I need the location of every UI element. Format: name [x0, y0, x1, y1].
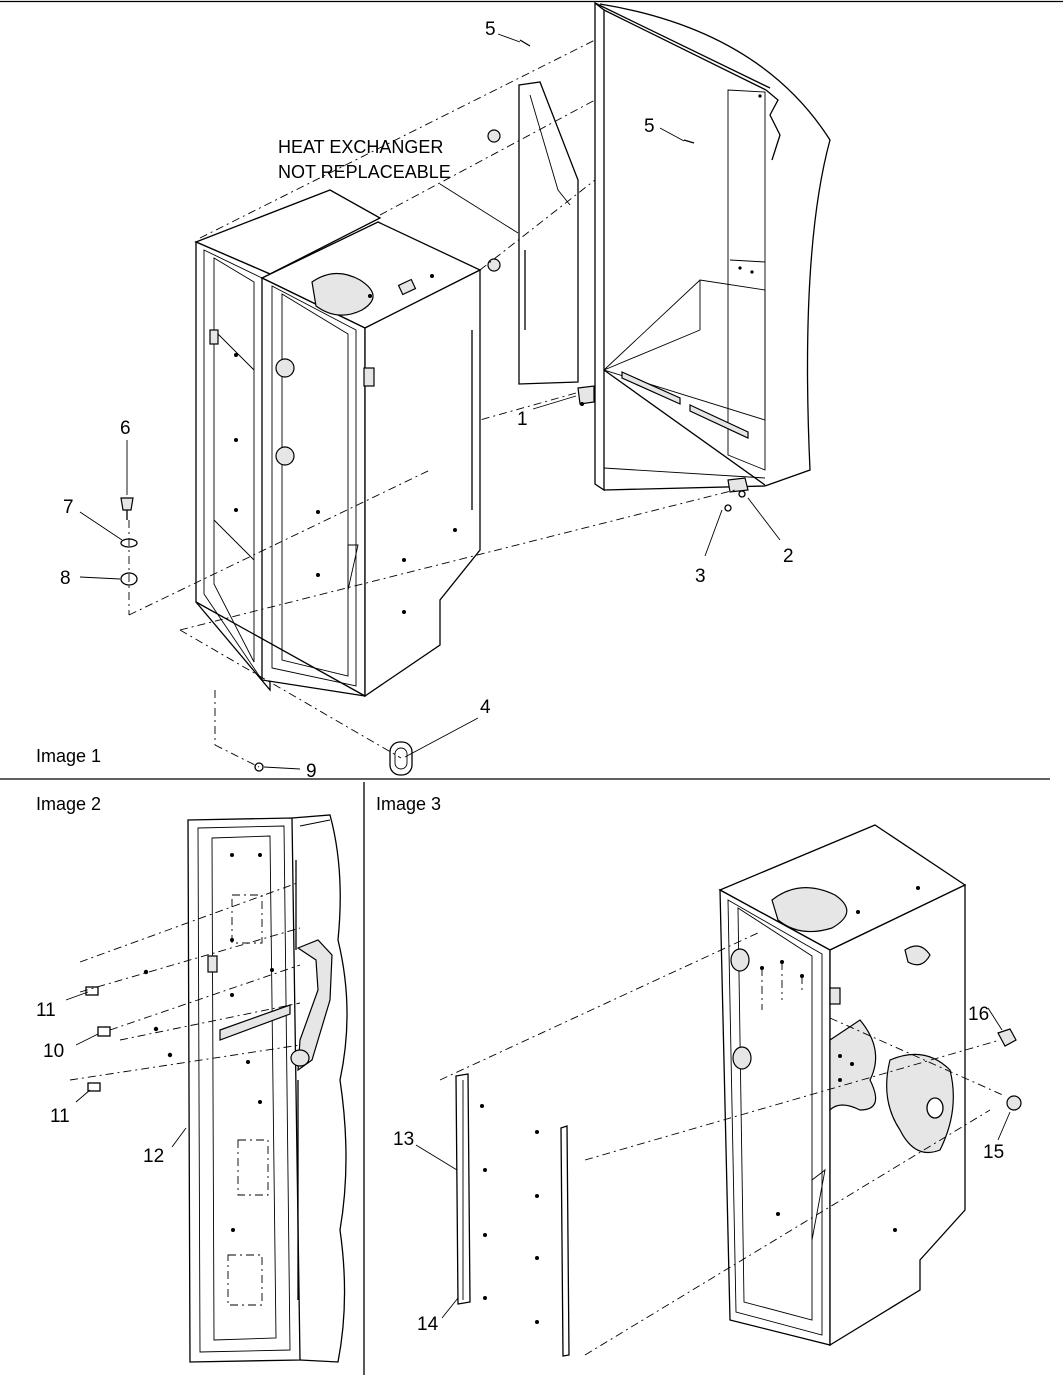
alignment-lines	[128, 39, 736, 768]
cabinet-shell	[594, 1, 831, 492]
callout-16: 16	[968, 1004, 989, 1025]
heat-exchanger-note-line1: HEAT EXCHANGER	[278, 137, 443, 157]
callout-1: 1	[517, 409, 528, 430]
callout-8: 8	[60, 568, 71, 589]
heat-exchanger-note-line2: NOT REPLACEABLE	[278, 162, 451, 182]
callout-13: 13	[393, 1129, 414, 1150]
callout-5-top: 5	[485, 19, 496, 40]
image1-drawing	[79, 1, 831, 776]
callout-9: 9	[306, 761, 317, 782]
callout-12: 12	[143, 1146, 164, 1167]
image1-caption: Image 1	[36, 746, 101, 766]
callout-3: 3	[695, 566, 706, 587]
callout-7: 7	[63, 497, 74, 518]
inner-cabinet-assembly	[194, 189, 482, 698]
leader-lines	[79, 33, 781, 770]
callout-6: 6	[120, 418, 131, 439]
callout-4: 4	[480, 697, 491, 718]
callout-5-right: 5	[644, 116, 655, 137]
image2-screws	[85, 969, 173, 1092]
callout-15: 15	[983, 1142, 1004, 1163]
image3-caption: Image 3	[376, 794, 441, 814]
callout-2: 2	[783, 546, 794, 567]
image3-drawing	[415, 824, 1022, 1357]
callout-14: 14	[417, 1314, 439, 1335]
image2-drawing	[65, 814, 348, 1363]
image2-caption: Image 2	[36, 794, 101, 814]
callout-10: 10	[43, 1041, 64, 1062]
callout-11-bottom: 11	[50, 1106, 70, 1127]
hardware-parts	[120, 39, 749, 776]
heat-exchanger-panel	[487, 81, 579, 385]
callout-11-top: 11	[36, 1000, 56, 1021]
